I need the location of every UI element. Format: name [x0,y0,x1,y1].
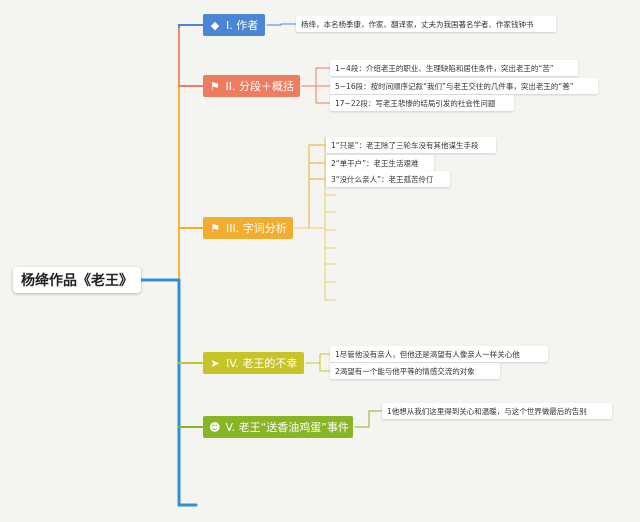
flag-icon: ⚑ [209,79,220,93]
leaf-segment-1[interactable]: 1~4段：介绍老王的职业、生理缺陷和居住条件，突出老王的“苦” [330,60,578,76]
leaf-word-2[interactable]: 2“单干户”：老王生活艰难 [326,155,434,171]
branch-gift-event[interactable]: ☻ V. 老王“送香油鸡蛋”事件 [203,416,353,438]
branch-segments[interactable]: ⚑ II. 分段＋概括 [203,75,300,97]
leaf-segment-3[interactable]: 17~22段：写老王悲惨的结局引发的社会性问题 [330,95,514,111]
branch-misfortune[interactable]: ➤ IV. 老王的不幸 [203,352,304,374]
branch-word-analysis[interactable]: ⚑ III. 字词分析 [203,217,293,239]
diamond-icon: ◆ [210,18,220,32]
branch-label: III. 字词分析 [226,222,287,235]
leaf-word-3[interactable]: 3“没什么亲人”：老王孤苦伶仃 [326,171,450,187]
leaf-misfortune-1[interactable]: 1尽管他没有亲人，但他还是渴望有人像亲人一样关心他 [330,346,548,362]
leaf-word-1[interactable]: 1“只是”：老王除了三轮车没有其他谋生手段 [326,137,496,153]
branch-label: I. 作者 [226,19,259,32]
people-icon: ☻ [209,420,221,434]
paper-plane-icon: ➤ [210,356,220,370]
leaf-misfortune-2[interactable]: 2渴望有一个能与他平等的情感交流的对象 [330,363,500,379]
branch-label: II. 分段＋概括 [225,80,294,93]
root-node[interactable]: 杨绛作品《老王》 [13,267,141,293]
branch-label: V. 老王“送香油鸡蛋”事件 [225,421,349,434]
leaf-author-info[interactable]: 杨绛，本名杨季康，作家、翻译家，丈夫为我国著名学者、作家钱钟书 [296,16,556,32]
branch-author[interactable]: ◆ I. 作者 [203,14,265,36]
branch-label: IV. 老王的不幸 [226,357,298,370]
leaf-segment-2[interactable]: 5~16段：按时间顺序记叙“我们”与老王交往的几件事，突出老王的“善” [330,78,598,94]
flag-icon: ⚑ [210,221,220,235]
leaf-gift-1[interactable]: 1他想从我们这里得到关心和温暖，与这个世界做最后的告别 [382,403,612,419]
